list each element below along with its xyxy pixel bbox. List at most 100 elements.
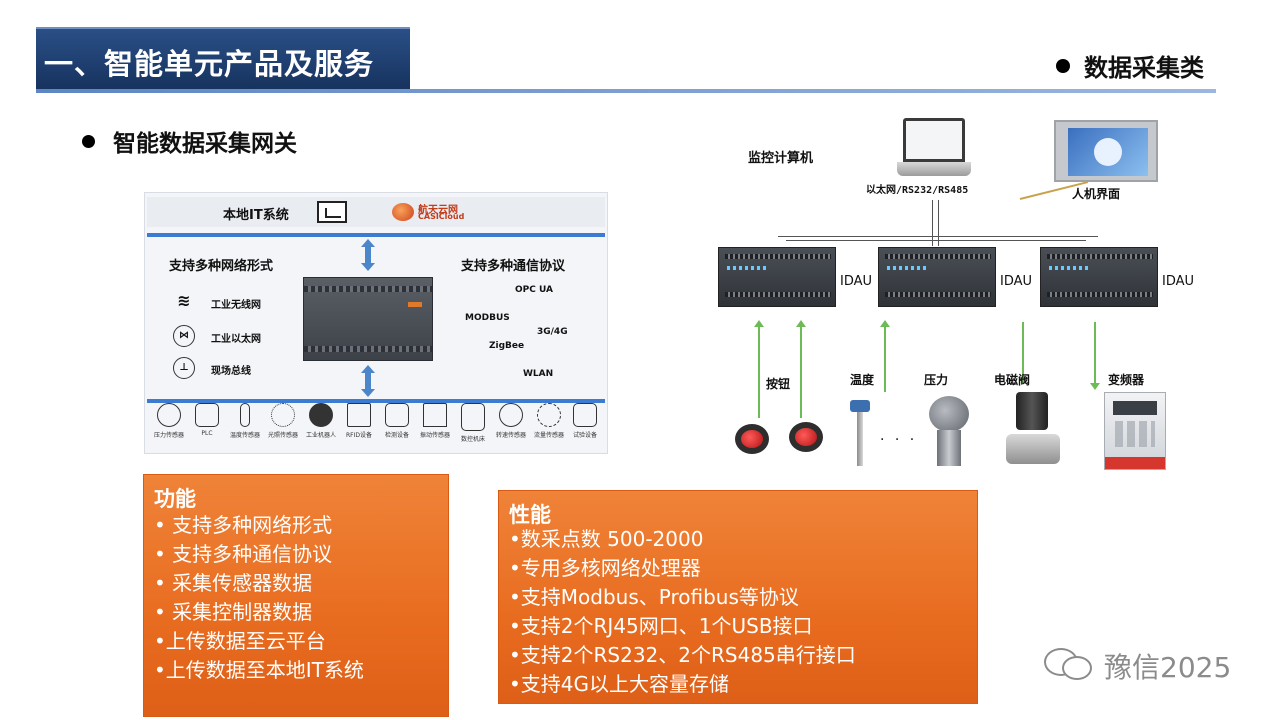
signal-arrow — [796, 320, 806, 418]
protocol-label: OPC UA — [515, 285, 553, 295]
field-device-label: 温度 — [850, 373, 875, 387]
protocol-label: MODBUS — [465, 313, 510, 323]
idau-device-image — [1040, 247, 1158, 307]
light-sensor-icon — [271, 403, 295, 427]
list-item: •专用多核网络处理器 — [509, 556, 701, 580]
push-button-image — [735, 424, 769, 454]
sensor-item: 检测设备 — [375, 403, 419, 451]
link-label: 以太网/RS232/RS485 — [866, 185, 969, 196]
casicloud-name-cn: 航天云网 — [418, 205, 458, 216]
monitor-pc-label: 监控计算机 — [748, 151, 814, 166]
performance-list: •数采点数 500-2000 •专用多核网络处理器 •支持Modbus、Prof… — [509, 525, 856, 699]
list-item: •支持2个RS232、2个RS485串行接口 — [509, 643, 856, 667]
ellipsis: · · · — [880, 432, 918, 448]
hmi-label: 人机界面 — [1072, 187, 1121, 201]
watermark-text: 豫信2025 — [1104, 651, 1232, 684]
idau-label: IDAU — [840, 274, 873, 289]
gateway-device-image — [303, 277, 433, 361]
bullet-icon — [82, 135, 95, 148]
flow-sensor-icon — [537, 403, 561, 427]
list-item: • 支持多种通信协议 — [154, 542, 333, 566]
signal-arrow — [880, 320, 890, 392]
fieldbus-icon: ⊥ — [173, 357, 195, 379]
list-item: •上传数据至本地IT系统 — [154, 658, 364, 682]
list-item: • 采集传感器数据 — [154, 571, 313, 595]
performance-heading: 性能 — [509, 503, 551, 527]
protocol-label: 3G/4G — [537, 327, 568, 337]
list-item: • 支持多种网络形式 — [154, 513, 333, 537]
field-device-label: 电磁阀 — [994, 373, 1031, 387]
sensor-item: 试验设备 — [563, 403, 607, 451]
robot-icon — [309, 403, 333, 427]
temperature-probe-image — [850, 400, 870, 466]
connection-line — [932, 200, 933, 246]
sensor-item: 流量传感器 — [527, 403, 571, 451]
connection-line — [778, 236, 1098, 237]
double-arrow-icon — [361, 365, 375, 397]
field-device-label: 按钮 — [766, 377, 791, 391]
solenoid-valve-image — [1006, 392, 1060, 470]
sensor-row: 压力传感器 PLC 温度传感器 光照传感器 工业机器人 RFID设备 检测设备 … — [147, 403, 605, 451]
signal-arrow — [1018, 322, 1028, 384]
laptop-image — [897, 118, 971, 180]
signal-arrow — [754, 320, 764, 418]
casicloud-logo-icon — [392, 203, 414, 221]
connection-line — [786, 240, 1086, 241]
pressure-transmitter-image — [925, 396, 973, 468]
rfid-icon — [347, 403, 371, 427]
plc-icon — [195, 403, 219, 427]
idau-device-image — [878, 247, 996, 307]
test-equipment-icon — [573, 403, 597, 427]
functions-heading: 功能 — [154, 487, 196, 511]
wifi-icon: ≋ — [177, 291, 191, 310]
idau-label: IDAU — [1162, 274, 1195, 289]
sensor-item: 光照传感器 — [261, 403, 305, 451]
title-banner: 一、智能单元产品及服务 — [36, 27, 410, 89]
page-title: 一、智能单元产品及服务 — [44, 47, 375, 81]
protocol-label: WLAN — [523, 369, 554, 379]
gateway-diagram: 本地IT系统 航天云网 CASICloud 支持多种网络形式 支持多种通信协议 … — [144, 192, 608, 454]
sensor-item: 转速传感器 — [489, 403, 533, 451]
functions-list: • 支持多种网络形式 • 支持多种通信协议 • 采集传感器数据 • 采集控制器数… — [154, 511, 364, 685]
idau-label: IDAU — [1000, 274, 1033, 289]
casicloud-name-en: CASICloud — [418, 212, 465, 221]
sensor-item: 数控机床 — [451, 403, 495, 451]
functions-panel: 功能 • 支持多种网络形式 • 支持多种通信协议 • 采集传感器数据 • 采集控… — [143, 474, 449, 717]
inverter-image — [1104, 392, 1166, 470]
sensor-item: 压力传感器 — [147, 403, 191, 451]
watermark: 豫信2025 — [1044, 644, 1244, 684]
title-rule — [36, 89, 1216, 93]
field-device-label: 压力 — [924, 373, 949, 387]
category-label: 数据采集类 — [1056, 48, 1204, 83]
field-device-label: 变频器 — [1108, 373, 1145, 387]
pressure-sensor-icon — [157, 403, 181, 427]
idau-device-image — [718, 247, 836, 307]
list-item: •支持2个RJ45网口、1个USB接口 — [509, 614, 813, 638]
ethernet-icon: ⋈ — [173, 325, 195, 347]
divider — [147, 233, 605, 237]
double-arrow-icon — [361, 239, 375, 271]
sensor-item: 振动传感器 — [413, 403, 457, 451]
vibration-sensor-icon — [423, 403, 447, 427]
thermometer-icon — [240, 403, 250, 427]
sensor-item: RFID设备 — [337, 403, 381, 451]
sensor-item: PLC — [185, 403, 229, 451]
casicloud-logo: 航天云网 CASICloud — [392, 201, 480, 223]
performance-panel: 性能 •数采点数 500-2000 •专用多核网络处理器 •支持Modbus、P… — [498, 490, 978, 704]
list-item: •支持4G以上大容量存储 — [509, 672, 730, 696]
sensor-item: 工业机器人 — [299, 403, 343, 451]
protocol-heading: 支持多种通信协议 — [461, 259, 566, 274]
network-heading: 支持多种网络形式 — [169, 259, 274, 274]
section-subtitle: 智能数据采集网关 — [82, 124, 297, 158]
hmi-panel-image — [1054, 120, 1158, 182]
list-item: •上传数据至云平台 — [154, 629, 326, 653]
monitor-icon — [317, 201, 347, 223]
push-button-image — [789, 422, 823, 452]
inspection-device-icon — [385, 403, 409, 427]
signal-arrow — [1090, 322, 1100, 390]
divider — [147, 399, 605, 403]
cnc-machine-icon — [461, 403, 485, 431]
local-it-system-label: 本地IT系统 — [223, 208, 289, 223]
list-item: •数采点数 500-2000 — [509, 527, 704, 551]
gateway-top-bar: 本地IT系统 航天云网 CASICloud — [147, 197, 605, 227]
